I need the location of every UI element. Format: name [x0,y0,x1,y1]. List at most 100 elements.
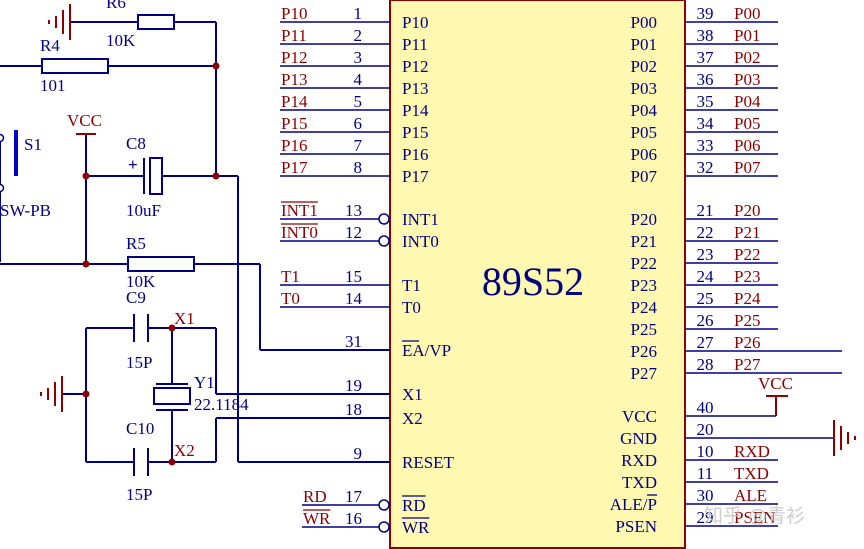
resistor-r6 [137,14,175,30]
pin-name-txd: TXD [622,473,657,492]
chip-body [389,0,686,549]
pin-number: 5 [354,92,363,111]
pin-name-p12: P12 [402,57,428,76]
pushbutton-s1 [0,130,18,193]
pin-number: 38 [697,26,714,45]
pin-name-p17: P17 [402,167,429,186]
c9-value: 15P [126,353,152,372]
pin-number: 19 [345,376,362,395]
net-label-rd: RD [303,487,327,506]
pin-name-psen: PSEN [615,517,657,536]
c8-value: 10uF [126,201,161,220]
pin-number: 1 [354,4,363,23]
net-label-p17: P17 [281,158,308,177]
pin-number: 27 [697,333,715,352]
net-x1-label: X1 [174,309,195,328]
vcc-symbol [766,395,788,416]
c8-ref: C8 [126,134,146,153]
pin-number: 29 [697,508,714,527]
pin-name-p25: P25 [631,320,657,339]
pin-number: 28 [697,355,714,374]
net-label-p06: P06 [734,136,760,155]
pin-name-wr: WR [402,518,430,537]
net-label-p20: P20 [734,201,760,220]
pin-number: 35 [697,92,714,111]
net-label-p13: P13 [281,70,307,89]
pin-number: 14 [345,289,363,308]
pin-number: 17 [345,487,363,506]
c10-ref: C10 [126,419,154,438]
pin-name-t1: T1 [402,276,421,295]
pin-number: 25 [697,289,714,308]
net-label-rxd: RXD [734,442,770,461]
pin-name-p10: P10 [402,13,428,32]
pin-number: 21 [697,201,714,220]
pin-name-p16: P16 [402,145,428,164]
net-label-t1: T1 [281,267,300,286]
pin-number: 23 [697,245,714,264]
pin-name-p01: P01 [631,35,657,54]
ground-icon [48,4,71,40]
pin-name-x1: X1 [402,385,423,404]
net-label-p14: P14 [281,92,308,111]
c8-polarity: + [128,155,138,174]
pin-name-p11: P11 [402,35,428,54]
pin-name-t0: T0 [402,298,421,317]
pin-name-p02: P02 [631,57,657,76]
capacitor-c8 [143,157,163,195]
pin-name-p24: P24 [631,298,658,317]
y1-ref: Y1 [194,373,215,392]
pin-number: 10 [697,442,714,461]
resistor-r5 [127,256,195,272]
pin-name-int1: INT1 [402,210,439,229]
crystal-y1 [153,383,191,411]
c9-ref: C9 [126,288,146,307]
net-label-int1: INT1 [281,201,318,220]
net-label-p27: P27 [734,355,761,374]
net-label-wr: WR [303,509,331,528]
net-label-p05: P05 [734,114,760,133]
pin-name-p26: P26 [631,342,657,361]
pin-number: 26 [697,311,714,330]
net-label-p07: P07 [734,158,761,177]
chip-name: 89S52 [482,259,584,304]
net-label-p25: P25 [734,311,760,330]
pin-name-p03: P03 [631,79,657,98]
pin-number: 16 [345,509,362,528]
junction-dots [82,62,220,466]
net-label-p16: P16 [281,136,307,155]
pin-number: 22 [697,223,714,242]
net-label-p04: P04 [734,92,761,111]
pin-name-p05: P05 [631,123,657,142]
r4-value: 101 [40,76,66,95]
pin-number: 11 [697,464,713,483]
ground-icon [40,376,63,412]
pin-number: 15 [345,267,362,286]
net-label-p12: P12 [281,48,307,67]
pin-name-ale-p: ALE/P [610,495,657,514]
pin-name-p06: P06 [631,145,657,164]
net-label-p21: P21 [734,223,760,242]
pin-name-x2: X2 [402,409,423,428]
pin-name-p13: P13 [402,79,428,98]
r6-ref: R6 [106,0,126,12]
pin-name-vcc: VCC [622,407,657,426]
pin-name-p07: P07 [631,167,658,186]
pin-number: 24 [697,267,715,286]
s1-ref: S1 [24,135,42,154]
capacitor-c9 [133,314,149,342]
c10-value: 15P [126,485,152,504]
resistor-r4 [41,58,109,74]
pin-number: 30 [697,486,714,505]
net-label-p02: P02 [734,48,760,67]
pin-number: 40 [697,398,714,417]
pin-name-ea-vp: EA/VP [402,341,451,360]
ground-icon [833,420,856,456]
vcc-right-label: VCC [758,374,793,393]
